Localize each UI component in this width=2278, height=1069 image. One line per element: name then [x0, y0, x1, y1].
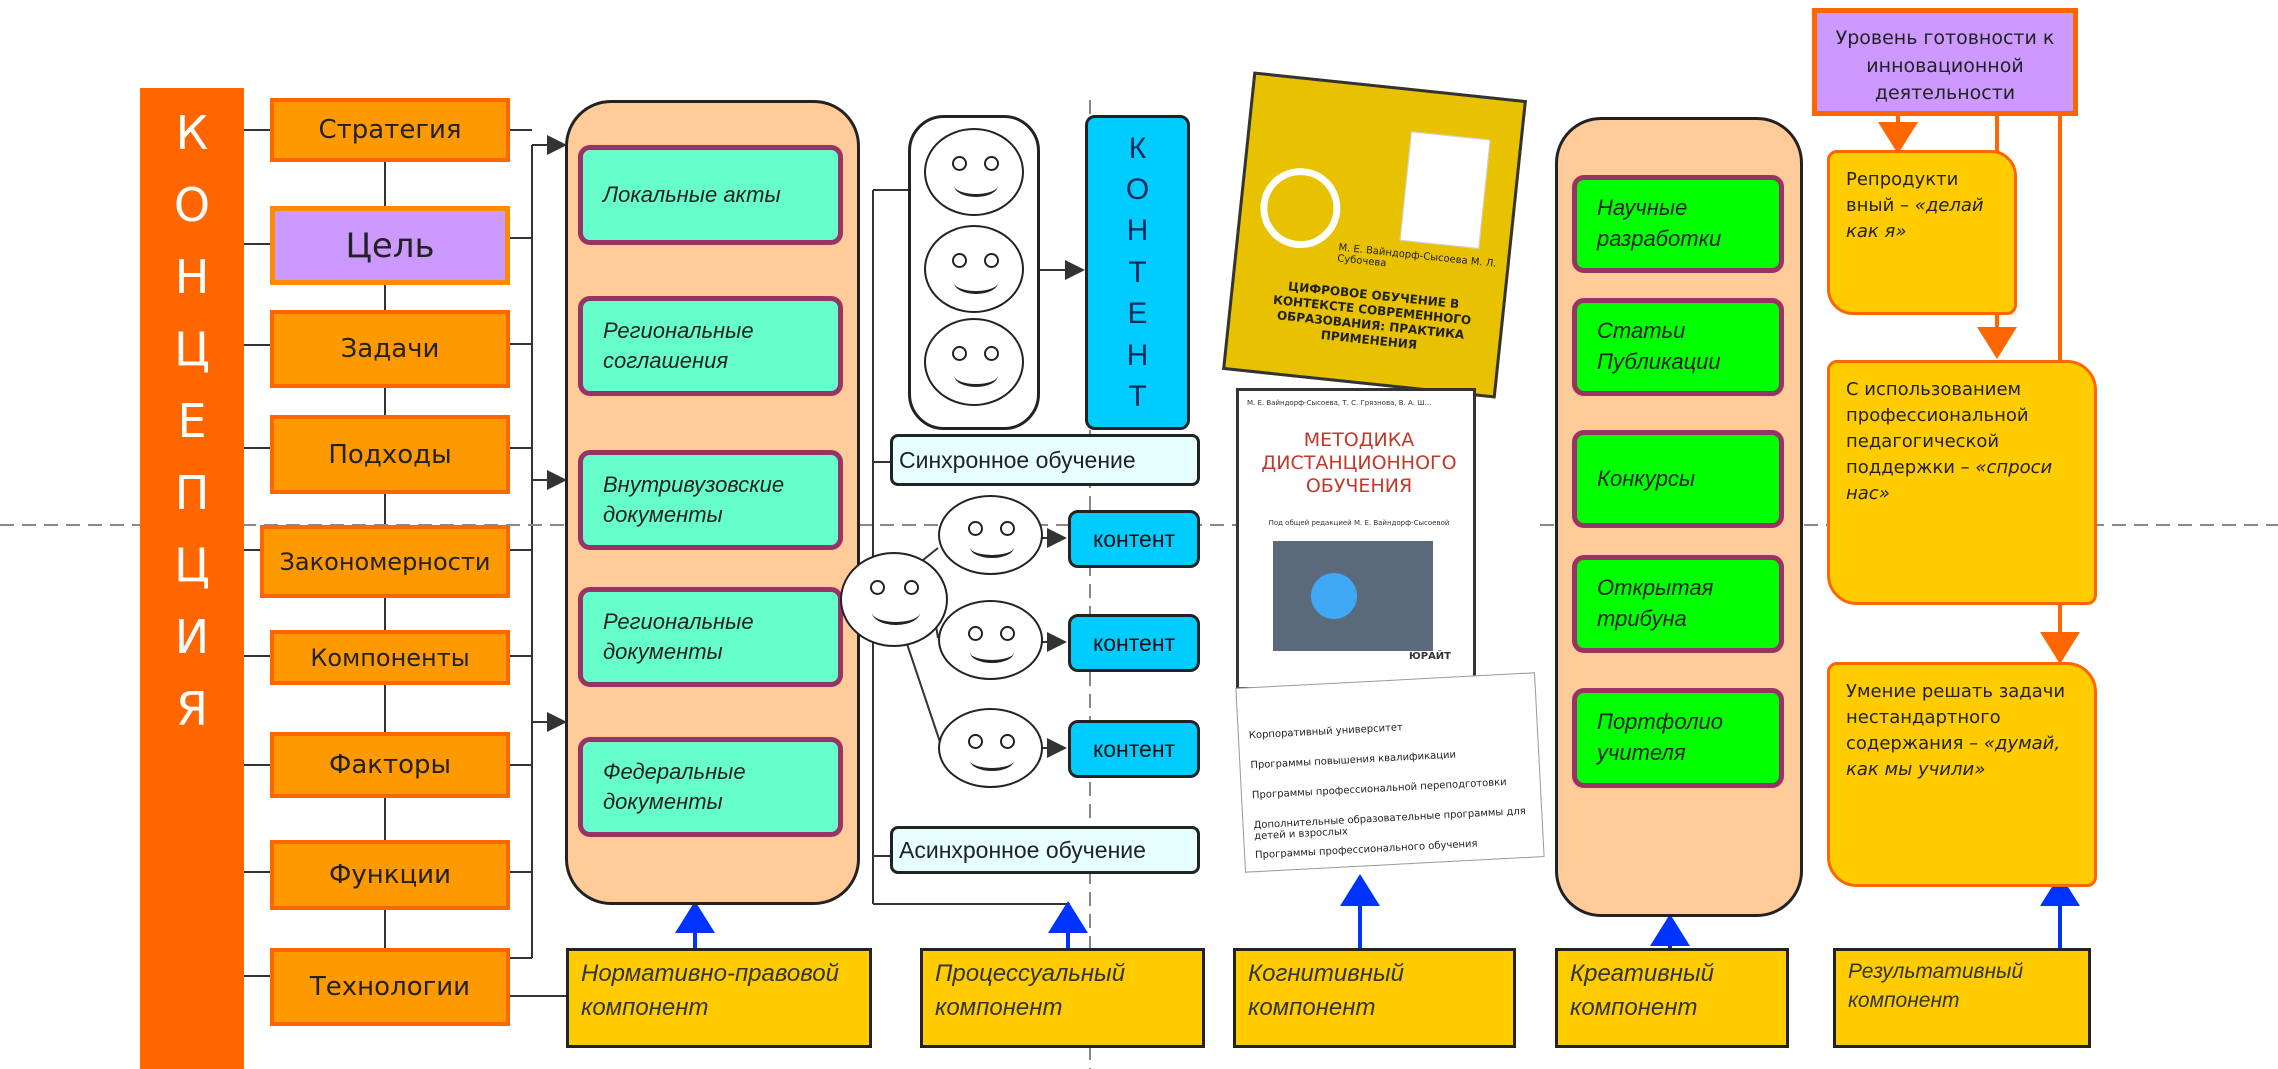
- result-reproductive: Репродукти вный – «делай как я»: [1827, 150, 2017, 315]
- doc-local-acts: Локальные акты: [578, 145, 843, 245]
- notebook-icon: [1399, 131, 1491, 250]
- content-vertical-box: КОНТЕНТ: [1085, 115, 1190, 430]
- normative-component-label: Нормативно-правовой компонент: [566, 948, 872, 1048]
- smiley-icon: [924, 225, 1024, 313]
- site-item[interactable]: Дополнительные образовательные программы…: [1253, 805, 1527, 843]
- creative-portfolio: Портфолио учителя: [1572, 688, 1784, 788]
- concept-bar: К О Н Ц Е П Ц И Я: [140, 88, 244, 1069]
- item-tasks: Задачи: [270, 310, 510, 388]
- async-learning-label: Асинхронное обучение: [890, 826, 1200, 874]
- item-functions: Функции: [270, 840, 510, 910]
- cognitive-component-label: Когнитивный компонент: [1233, 948, 1516, 1048]
- concept-letter: Ц: [174, 322, 210, 376]
- content-box-2: контент: [1068, 614, 1200, 672]
- doc-federal: Федеральные документы: [578, 737, 843, 837]
- book2-publisher: ЮРАЙТ: [1409, 651, 1451, 662]
- item-goal: Цель: [270, 206, 510, 285]
- site-item[interactable]: Программы профессиональной переподготовк…: [1251, 776, 1507, 802]
- site-item[interactable]: Программы повышения квалификации: [1250, 749, 1457, 772]
- process-component-label: Процессуальный компонент: [920, 948, 1205, 1048]
- smiley-icon: [840, 552, 948, 647]
- book-cover-digital-learning: М. Е. Вайндорф-Сысоева М. Л. Субочева ЦИ…: [1222, 71, 1527, 399]
- result-supported: С использованием профессиональной педаго…: [1827, 360, 2097, 605]
- content-box-1: контент: [1068, 510, 1200, 568]
- concept-letter: И: [174, 610, 210, 664]
- result-level-quote: «делай как я»: [1846, 195, 1984, 243]
- item-components: Компоненты: [270, 630, 510, 685]
- book2-title: МЕТОДИКА ДИСТАНЦИОННОГО ОБУЧЕНИЯ: [1261, 429, 1457, 497]
- creative-research: Научные разработки: [1572, 175, 1784, 273]
- smiley-icon: [924, 318, 1024, 406]
- item-technologies: Технологии: [270, 948, 510, 1026]
- doc-regional: Региональные документы: [578, 587, 843, 687]
- site-item[interactable]: Программы профессионального обучения: [1254, 838, 1478, 862]
- creative-tribune: Открытая трибуна: [1572, 555, 1784, 653]
- item-approaches: Подходы: [270, 415, 510, 494]
- concept-letter: К: [175, 106, 209, 160]
- concept-letter: П: [174, 466, 210, 520]
- result-nonstandard: Умение решать задачи нестандартного соде…: [1827, 662, 2097, 887]
- concept-letter: Ц: [174, 538, 210, 592]
- book2-editor: Под общей редакцией М. Е. Вайндорф-Сысое…: [1268, 519, 1450, 527]
- concept-letter: О: [173, 178, 211, 232]
- site-item[interactable]: Корпоративный университет: [1248, 722, 1404, 742]
- site-programs-list: Корпоративный университет Программы повы…: [1235, 672, 1545, 873]
- result-level-text: Умение решать задачи нестандартного соде…: [1846, 681, 2066, 755]
- content-vertical-text: КОНТЕНТ: [1125, 131, 1150, 413]
- smiley-icon: [938, 708, 1043, 788]
- sync-learning-label: Синхронное обучение: [890, 434, 1200, 486]
- smiley-icon: [938, 495, 1043, 575]
- item-strategy: Стратегия: [270, 98, 510, 162]
- content-box-3: контент: [1068, 720, 1200, 778]
- result-level-text: Репродукти вный –: [1846, 169, 1959, 217]
- smiley-icon: [924, 128, 1024, 216]
- result-level-quote: «думай, как мы учили»: [1846, 733, 2061, 781]
- headphones-icon: [1256, 164, 1345, 253]
- doc-university: Внутривузовские документы: [578, 450, 843, 550]
- creative-component-label: Креативный компонент: [1555, 948, 1789, 1048]
- smiley-icon: [938, 600, 1043, 680]
- creative-articles: Статьи Публикации: [1572, 298, 1784, 396]
- item-regularities: Закономерности: [260, 525, 510, 598]
- concept-letter: Н: [174, 250, 210, 304]
- creative-contests: Конкурсы: [1572, 430, 1784, 528]
- concept-letter: Я: [176, 682, 208, 736]
- result-level-quote: «спроси нас»: [1846, 457, 2053, 505]
- book1-title: ЦИФРОВОЕ ОБУЧЕНИЕ В КОНТЕКСТЕ СОВРЕМЕННО…: [1272, 279, 1472, 353]
- book-cover-methodology: М. Е. Вайндорф-Сысоева, Т. С. Грязнова, …: [1236, 388, 1476, 690]
- readiness-level-box: Уровень готовности к инновационной деяте…: [1812, 8, 2078, 116]
- doc-regional-agreements: Региональные соглашения: [578, 296, 843, 396]
- item-factors: Факторы: [270, 732, 510, 798]
- concept-letter: Е: [177, 394, 207, 448]
- result-component-label: Результативный компонент: [1833, 948, 2091, 1048]
- book2-authors: М. Е. Вайндорф-Сысоева, Т. С. Грязнова, …: [1247, 399, 1432, 407]
- globe-icon: [1311, 573, 1357, 619]
- result-level-text: С использованием профессиональной педаго…: [1846, 379, 2029, 479]
